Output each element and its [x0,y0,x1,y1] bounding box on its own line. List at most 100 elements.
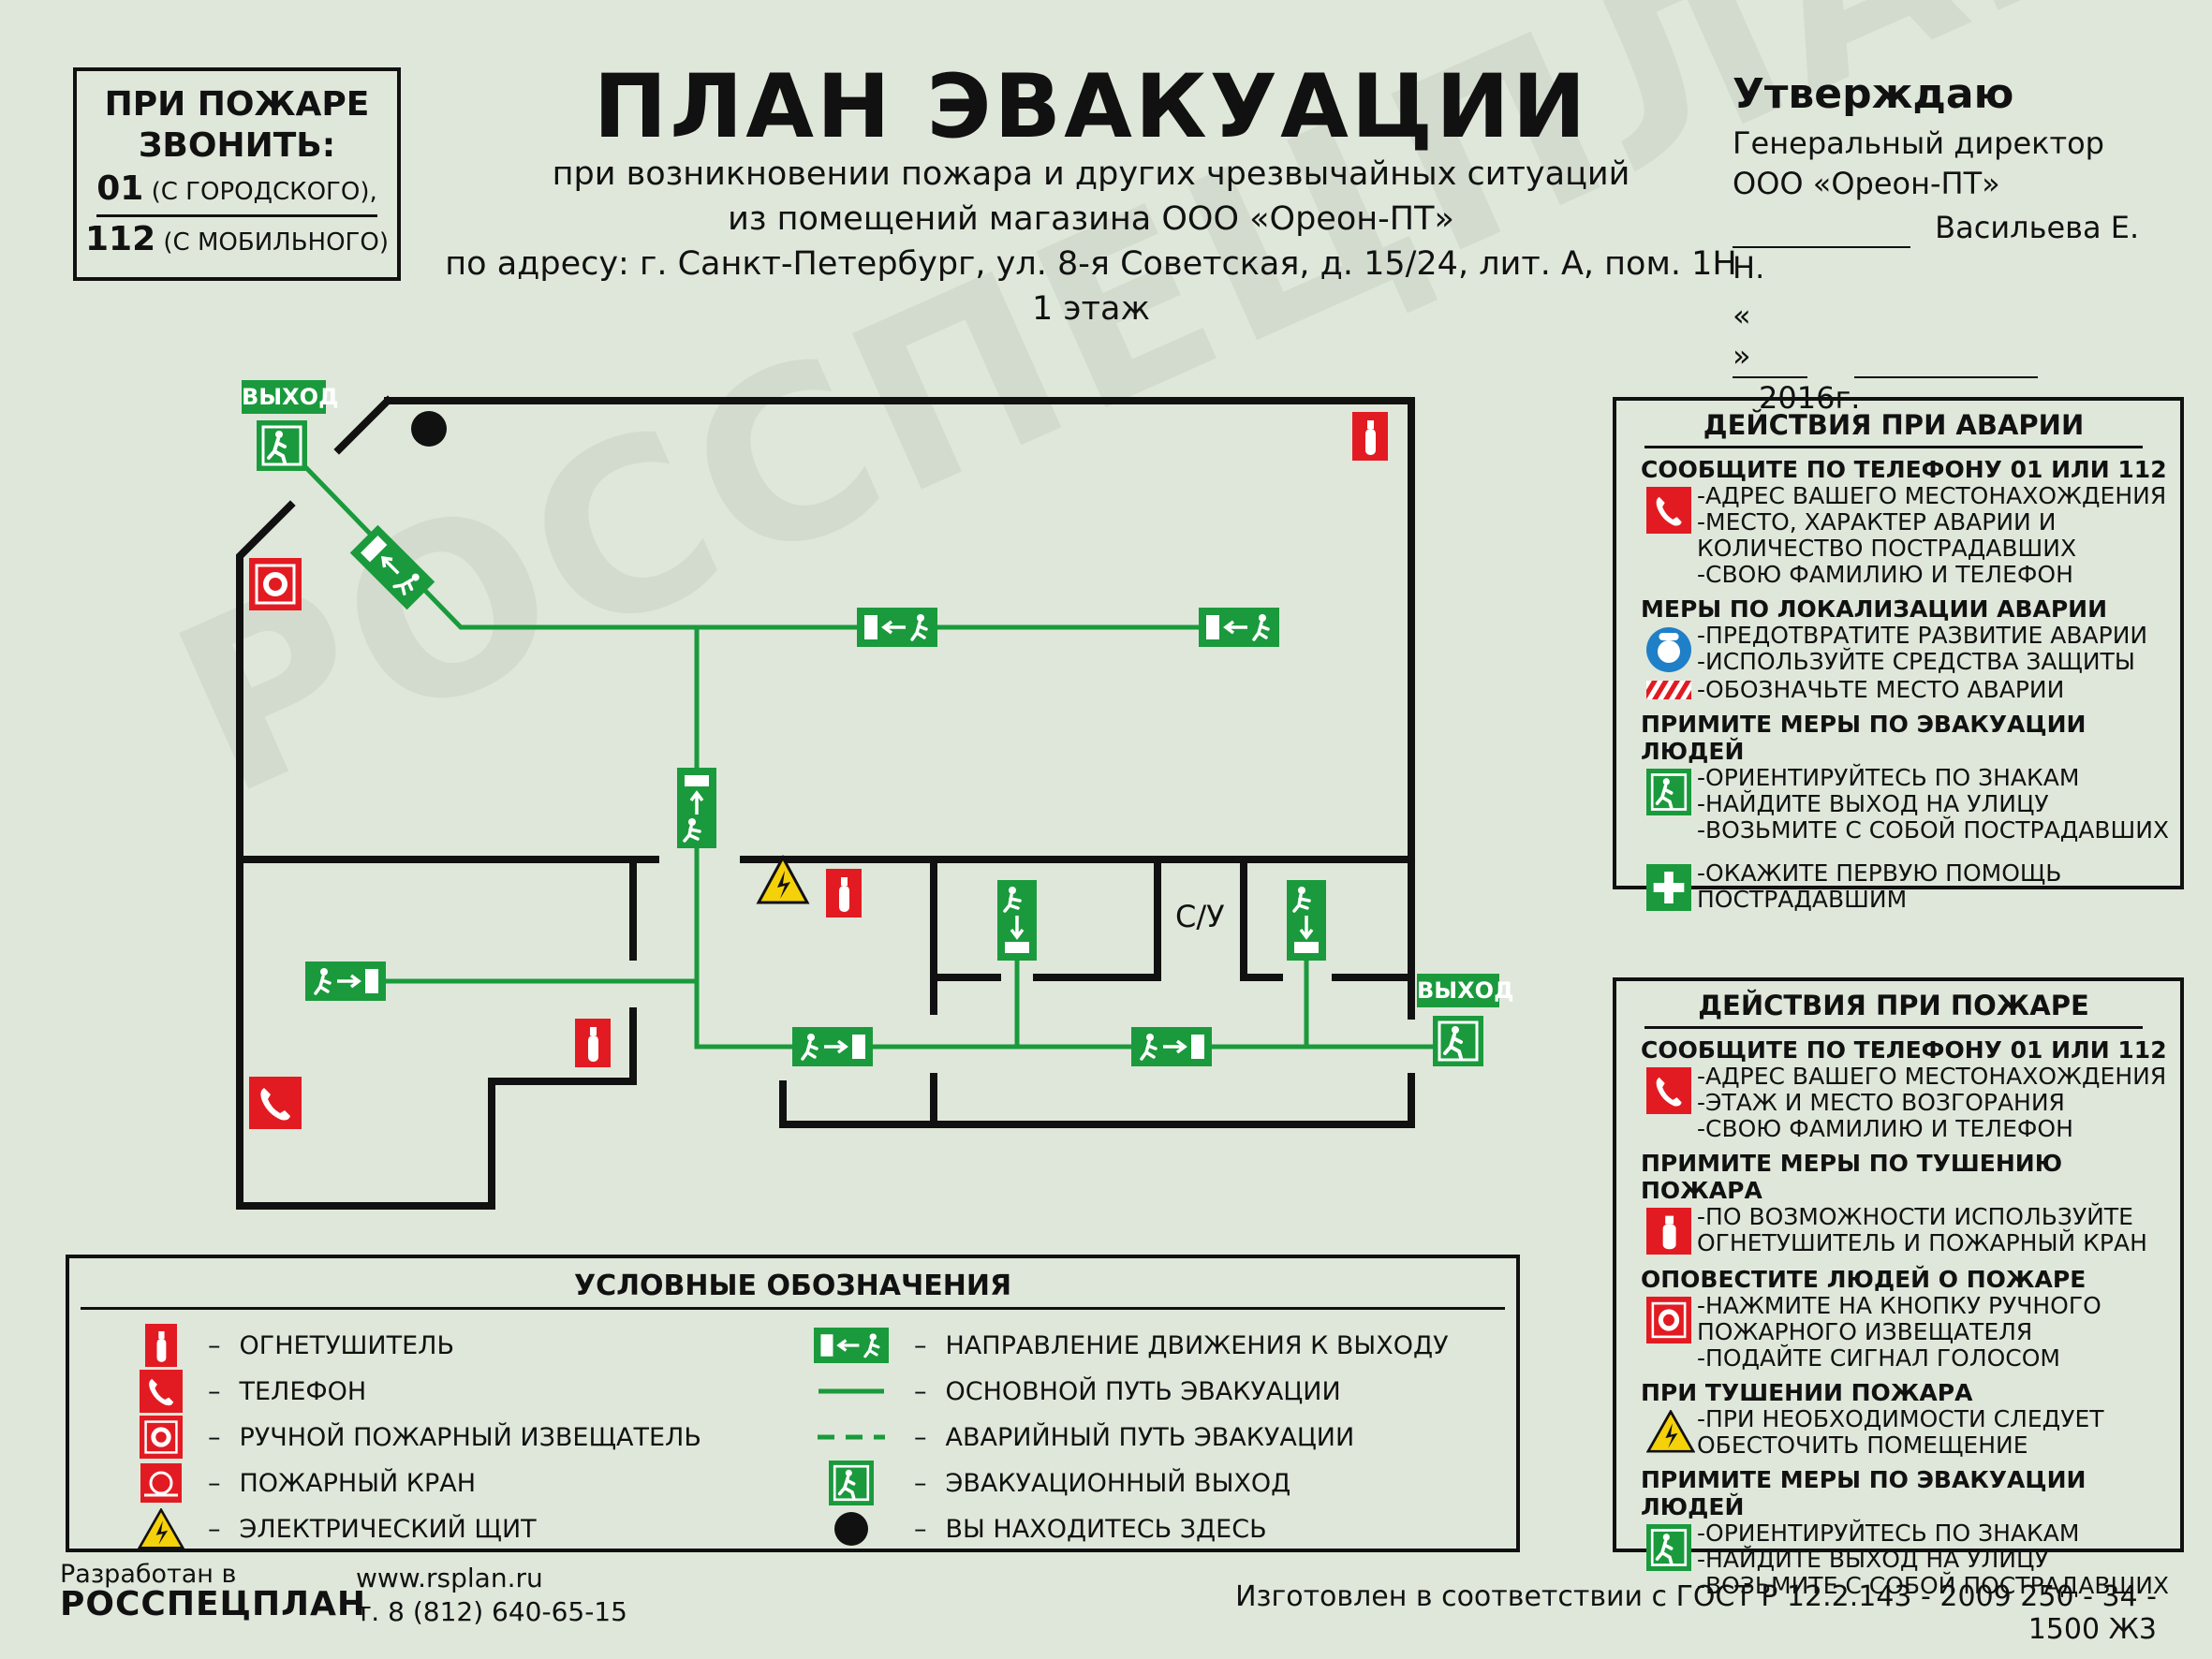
legend-item: –ТЕЛЕФОН [135,1370,366,1413]
panel-block-heading: ПРИМИТЕ МЕРЫ ПО ЭВАКУАЦИИ ЛЮДЕЙ [1641,1466,2087,1520]
legend-item: –РУЧНОЙ ПОЖАРНЫЙ ИЗВЕЩАТЕЛЬ [135,1416,701,1459]
approval-block: Утверждаю Генеральный директор ООО «Орео… [1733,66,2163,418]
legend-dash: – [914,1376,927,1406]
panel-block-line: -СВОЮ ФАМИЛИЮ И ТЕЛЕФОН [1697,1115,2073,1142]
accident-panel-title: ДЕЙСТВИЯ ПРИ АВАРИИ [1644,404,2143,448]
legend-label: ОГНЕТУШИТЕЛЬ [239,1330,454,1360]
legend-label: АВАРИЙНЫЙ ПУТЬ ЭВАКУАЦИИ [945,1422,1355,1452]
panel-block-line: ПОСТРАДАВШИМ [1697,886,1908,913]
panel-block-line: ОБЕСТОЧИТЬ ПОМЕЩЕНИЕ [1697,1431,2028,1459]
panel-block-heading: ПРИМИТЕ МЕРЫ ПО ЭВАКУАЦИИ ЛЮДЕЙ [1641,711,2087,765]
legend-label: ТЕЛЕФОН [239,1376,367,1406]
panel-block-line: -НАЙДИТЕ ВЫХОД НА УЛИЦУ [1697,790,2049,817]
manual-fire-alarm-plan [247,556,303,612]
exit-direction-icon [814,1328,889,1363]
date-month-field [1854,348,2039,378]
legend-dash: – [914,1422,927,1452]
approval-position: Генеральный директор [1733,125,2104,161]
direction-sign-bottom-2 [1129,1025,1214,1068]
panel-block-heading: СООБЩИТЕ ПО ТЕЛЕФОНУ 01 ИЛИ 112 [1641,1036,2167,1064]
legend-icon-wrap [809,1386,893,1397]
panel-block-line: ПОЖАРНОГО ИЗВЕЩАТЕЛЯ [1697,1318,2033,1345]
legend-label: НАПРАВЛЕНИЕ ДВИЖЕНИЯ К ВЫХОДУ [945,1330,1449,1360]
plan-walls [236,395,1415,1210]
panel-block-line: -ВОЗЬМИТЕ С СОБОЙ ПОСТРАДАВШИХ [1697,1572,2170,1599]
legend-dash: – [208,1422,221,1452]
panel-block-line: -ИСПОЛЬЗУЙТЕ СРЕДСТВА ЗАЩИТЫ [1697,648,2135,675]
evacuation-exit-icon [1644,767,1693,817]
evacuation-exit-icon [1644,1522,1693,1573]
fire-call-box: ПРИ ПОЖАРЕ ЗВОНИТЬ: 01 (С ГОРОДСКОГО), 1… [73,67,401,281]
panel-block-line: -НАЖМИТЕ НА КНОПКУ РУЧНОГО [1697,1292,2101,1319]
legend-icon-wrap [135,1324,187,1367]
legend-item: –ЭЛЕКТРИЧЕСКИЙ ЩИТ [135,1507,537,1550]
legend-label: ВЫ НАХОДИТЕСЬ ЗДЕСЬ [945,1514,1267,1544]
panel-block-line: КОЛИЧЕСТВО ПОСТРАДАВШИХ [1697,535,2077,562]
direction-sign-corridor-1 [855,606,939,649]
developed-by: Разработан в [60,1560,237,1589]
legend-icon-wrap [809,1431,893,1443]
panel-block: -АДРЕС ВАШЕГО МЕСТОНАХОЖДЕНИЯ-ЭТАЖ И МЕС… [1646,1064,2180,1142]
direction-sign-left-room [303,960,388,1003]
legend-icon-wrap [135,1416,187,1459]
phone-icon [140,1370,183,1413]
website-link[interactable]: www.rsplan.ru [356,1563,543,1593]
contacts-block: www.rsplan.ru т. 8 (812) 640-65-15 [356,1562,627,1629]
panel-block-text: -ОРИЕНТИРУЙТЕСЬ ПО ЗНАКАМ-НАЙДИТЕ ВЫХОД … [1697,1520,2169,1599]
panel-block-line: -ПОДАЙТЕ СИГНАЛ ГОЛОСОМ [1697,1344,2061,1372]
panel-block-line: -ЭТАЖ И МЕСТО ВОЗГОРАНИЯ [1697,1089,2065,1116]
legend-icon-wrap [135,1508,187,1549]
panel-block-line: -ОРИЕНТИРУЙТЕСЬ ПО ЗНАКАМ [1697,764,2080,791]
phone-icon [1646,1067,1691,1114]
main-route-line-icon [818,1388,884,1394]
signature-line [1733,218,1910,248]
brand-logo: РОССПЕЦПЛАН [60,1585,366,1623]
panel-block-heading: СООБЩИТЕ ПО ТЕЛЕФОНУ 01 ИЛИ 112 [1641,456,2167,483]
restroom-label: С/У [1175,899,1225,934]
panel-block-text: -ОРИЕНТИРУЙТЕСЬ ПО ЗНАКАМ-НАЙДИТЕ ВЫХОД … [1697,765,2169,844]
legend-title: УСЛОВНЫЕ ОБОЗНАЧЕНИЯ [81,1266,1505,1310]
legend-item: –ОГНЕТУШИТЕЛЬ [135,1324,454,1367]
panel-block-line: -ПРЕДОТВРАТИТЕ РАЗВИТИЕ АВАРИИ [1697,622,2148,649]
you-are-here-dot-icon [834,1512,868,1546]
panel-block: -АДРЕС ВАШЕГО МЕСТОНАХОЖДЕНИЯ-МЕСТО, ХАР… [1646,483,2180,588]
quote-open: « [1733,298,1751,333]
panel-block-icon-wrap [1646,1406,1697,1457]
direction-sign-corridor-2 [1197,606,1281,649]
panel-block-line: -ВОЗЬМИТЕ С СОБОЙ ПОСТРАДАВШИХ [1697,816,2170,844]
electric-panel-icon [138,1508,184,1549]
panel-block-icon-wrap [1644,1293,1697,1347]
panel-block-heading: ОПОВЕСТИТЕ ЛЮДЕЙ О ПОЖАРЕ [1641,1266,2087,1293]
fire-extinguisher-top-right [1352,412,1388,461]
phone-icon [1646,487,1691,534]
panel-block-icon-wrap [1646,860,1697,915]
legend-item: –ВЫ НАХОДИТЕСЬ ЗДЕСЬ [809,1507,1267,1550]
approval-company: ООО «Ореон-ПТ» [1733,166,2000,201]
call-box-separator [96,214,377,217]
panel-block-icon-wrap [1646,623,1697,677]
mobile-note: (С МОБИЛЬНОГО) [163,228,390,257]
panel-block: -ПРЕДОТВРАТИТЕ РАЗВИТИЕ АВАРИИ-ИСПОЛЬЗУЙ… [1646,623,2180,677]
evacuation-exit-icon [829,1461,874,1505]
subtitle-line-2: из помещений магазина ООО «Ореон-ПТ» [728,200,1454,238]
quote-close: » [1733,338,1751,374]
direction-sign-bottom-1 [790,1025,875,1068]
panel-block: -ОРИЕНТИРУЙТЕСЬ ПО ЗНАКАМ-НАЙДИТЕ ВЫХОД … [1644,765,2180,844]
legend-item: –ПОЖАРНЫЙ КРАН [135,1461,476,1505]
protective-gear-icon [1646,627,1691,672]
panel-block-line: -СВОЮ ФАМИЛИЮ И ТЕЛЕФОН [1697,561,2073,588]
legend-item: –НАПРАВЛЕНИЕ ДВИЖЕНИЯ К ВЫХОДУ [809,1324,1449,1367]
legend-item: –ОСНОВНОЙ ПУТЬ ЭВАКУАЦИИ [809,1370,1341,1413]
legend-icon-wrap [809,1461,893,1505]
panel-block-heading: МЕРЫ ПО ЛОКАЛИЗАЦИИ АВАРИИ [1641,595,2108,623]
fire-extinguisher-icon [145,1324,177,1367]
electric-panel-icon [1646,1410,1695,1453]
exit-sign-right [1431,1014,1485,1068]
legend-icon-wrap [135,1463,187,1503]
panel-block-line: -АДРЕС ВАШЕГО МЕСТОНАХОЖДЕНИЯ [1697,1063,2167,1090]
legend-dash: – [914,1330,927,1360]
